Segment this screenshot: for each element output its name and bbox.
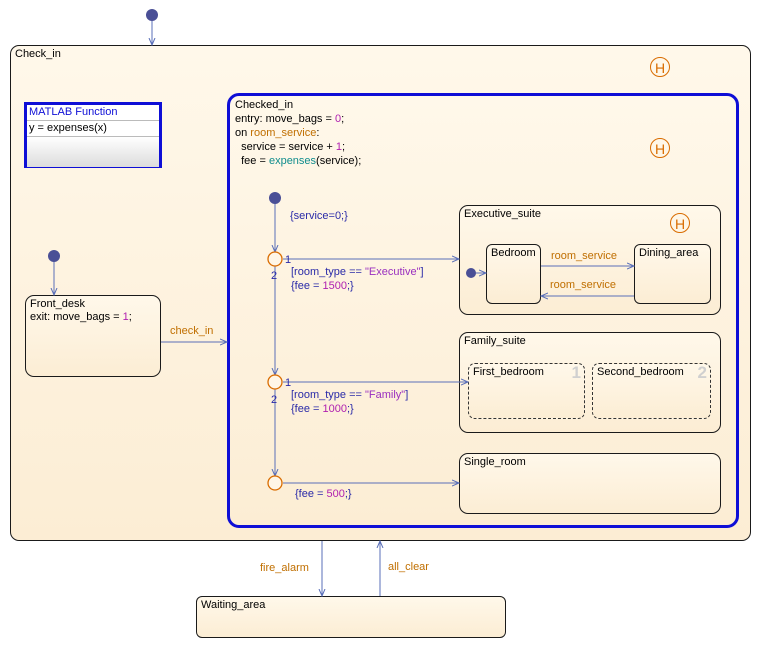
- state-single-room-label: Single_room: [464, 456, 526, 468]
- label-family-guard: [room_type == "Family"] {fee = 1000;}: [291, 389, 409, 415]
- state-first-bedroom-label: First_bedroom: [473, 366, 544, 378]
- default-dot-bedroom: [466, 268, 476, 278]
- junction-2: [267, 374, 283, 390]
- label-single-action: {fee = 500;}: [295, 488, 352, 500]
- state-single-room[interactable]: Single_room: [459, 453, 721, 514]
- state-second-bedroom-order: 2: [697, 363, 707, 382]
- default-dot-front-desk: [48, 250, 60, 262]
- state-front-desk-label: Front_desk exit: move_bags = 1;: [30, 298, 132, 323]
- matlab-function-block[interactable]: MATLAB Function y = expenses(x): [24, 102, 162, 168]
- label-executive-guard: [room_type == "Executive"] {fee = 1500;}: [291, 266, 424, 292]
- label-junction1-order-1: 1: [285, 254, 292, 266]
- state-second-bedroom[interactable]: Second_bedroom 2: [592, 363, 711, 419]
- state-check-in-label: Check_in: [15, 48, 61, 60]
- state-waiting-area-label: Waiting_area: [201, 599, 266, 611]
- matlab-function-title: MATLAB Function: [27, 105, 159, 121]
- state-front-desk[interactable]: Front_desk exit: move_bags = 1;: [25, 295, 161, 377]
- label-junction2-order-1: 1: [285, 377, 292, 389]
- default-dot-check-in: [146, 9, 158, 21]
- state-dining-area[interactable]: Dining_area: [634, 244, 711, 304]
- state-executive-suite-label: Executive_suite: [464, 208, 542, 220]
- history-junction-executive-suite[interactable]: H: [670, 213, 690, 233]
- history-junction-checked-in[interactable]: H: [650, 138, 670, 158]
- label-room-service-top: room_service: [551, 250, 618, 262]
- state-family-suite-label: Family_suite: [464, 335, 526, 347]
- label-junction1-order-2: 2: [271, 270, 278, 282]
- label-junction2-order-2: 2: [271, 394, 278, 406]
- junction-1: [267, 251, 283, 267]
- label-room-service-bottom: room_service: [550, 279, 617, 291]
- state-first-bedroom[interactable]: First_bedroom 1: [468, 363, 585, 419]
- state-first-bedroom-order: 1: [571, 363, 581, 382]
- label-all-clear: all_clear: [388, 561, 429, 573]
- state-bedroom[interactable]: Bedroom: [486, 244, 541, 304]
- label-service-init: {service=0;}: [290, 210, 348, 222]
- label-fire-alarm: fire_alarm: [260, 562, 309, 574]
- matlab-function-body: [27, 137, 159, 167]
- label-check-in: check_in: [170, 325, 214, 337]
- matlab-function-signature: y = expenses(x): [27, 121, 159, 137]
- default-dot-checked-in: [269, 192, 281, 204]
- state-bedroom-label: Bedroom: [491, 247, 536, 259]
- state-waiting-area[interactable]: Waiting_area: [196, 596, 506, 638]
- state-second-bedroom-label: Second_bedroom: [597, 366, 684, 378]
- history-junction-check-in[interactable]: H: [650, 57, 670, 77]
- state-checked-in-label: Checked_in entry: move_bags = 0; on room…: [235, 99, 362, 167]
- junction-3: [267, 475, 283, 491]
- state-dining-area-label: Dining_area: [639, 247, 699, 259]
